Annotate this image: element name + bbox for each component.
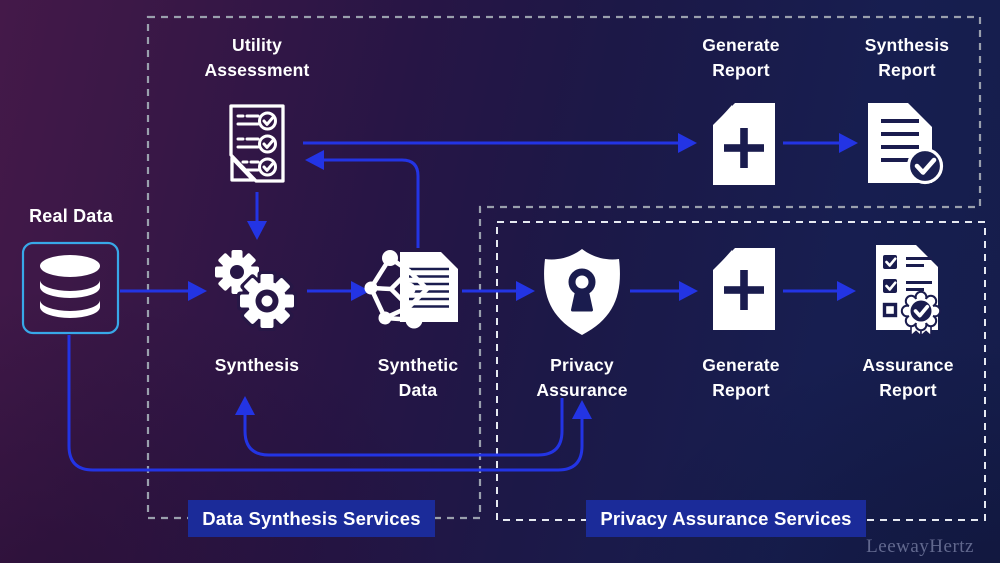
approved-document-icon <box>868 103 944 185</box>
gears-icon <box>215 250 297 331</box>
graph-document-icon <box>364 250 458 329</box>
arrow-heads <box>188 133 858 419</box>
database-icon <box>40 255 100 318</box>
utility-assessment-label: Utility Assessment <box>204 35 310 80</box>
assurance-report-label: Assurance Report <box>862 355 954 400</box>
synthesis-label: Synthesis <box>214 355 300 375</box>
synthetic-data-label: Synthetic Data <box>377 355 459 400</box>
privacy-assurance-label: Privacy Assurance <box>536 355 628 400</box>
privacy-assurance-services-badge: Privacy Assurance Services <box>586 500 866 537</box>
real-data-box <box>21 241 120 335</box>
arrow-privacy-to-synthesis-feedback <box>243 398 564 457</box>
add-document-icon <box>713 248 775 330</box>
arrow-real-data-to-privacy-feedback <box>67 335 584 472</box>
arrow-synthetic-data-to-utility <box>324 158 420 248</box>
data-synthesis-services-badge: Data Synthesis Services <box>188 500 435 537</box>
shield-keyhole-icon <box>544 249 620 335</box>
arrows <box>67 141 839 472</box>
generate-report-bottom-label: Generate Report <box>702 355 780 400</box>
rosette-seal <box>900 290 942 338</box>
data-synthesis-group-box <box>146 15 982 520</box>
certificate-document-icon <box>876 245 942 338</box>
generate-report-top-label: Generate Report <box>702 35 780 80</box>
add-document-icon <box>713 103 775 185</box>
real-data-label: Real Data <box>29 206 113 226</box>
leewayhertz-watermark: LeewayHertz <box>866 536 974 557</box>
checklist-document-icon <box>229 104 285 183</box>
synthesis-report-label: Synthesis Report <box>864 35 950 80</box>
